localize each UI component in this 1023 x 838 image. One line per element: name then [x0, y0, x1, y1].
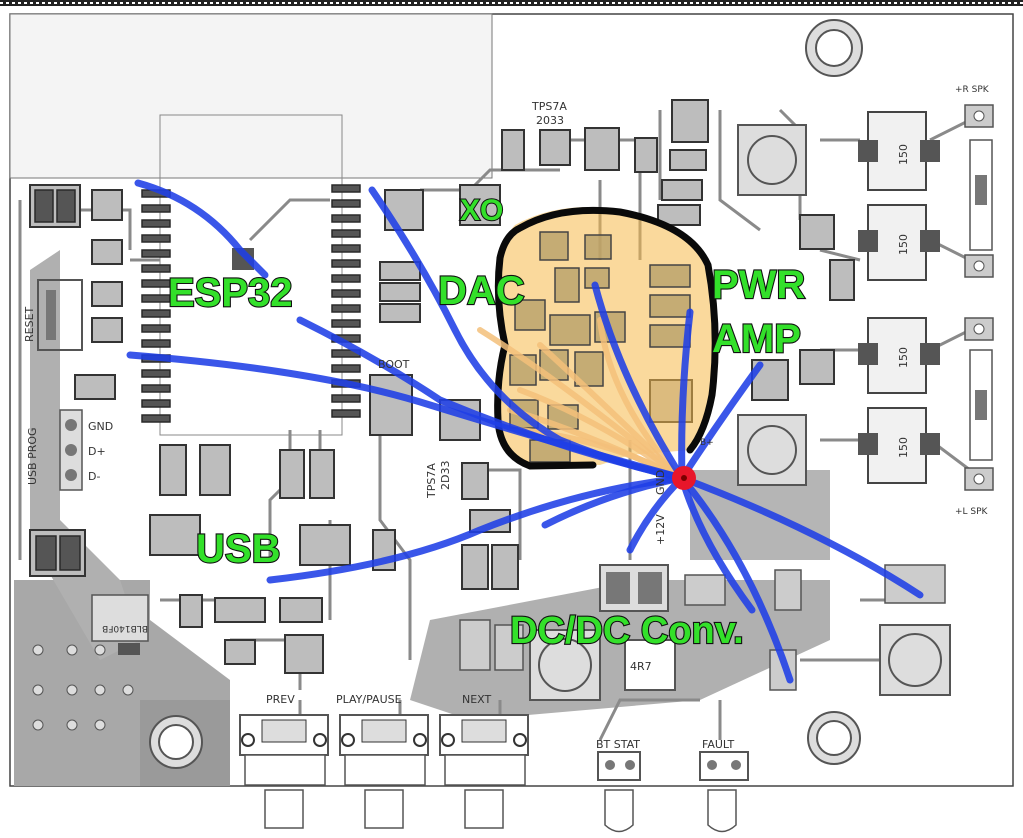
mounting-hole-bottom-left [149, 715, 203, 769]
switch-play-pause [339, 714, 429, 829]
speaker-terminal-right [964, 104, 994, 278]
prev-label: PREV [266, 693, 295, 706]
ferrite-r2-label: 150 [897, 234, 910, 255]
amp-label: AMP [712, 317, 801, 361]
bplus-label: B+ [700, 438, 714, 448]
dcdc-label: DC/DC Conv. [510, 610, 744, 652]
inductor-label: 4R7 [630, 660, 652, 673]
ferrite-l2: 150 [858, 407, 940, 484]
speaker-terminal-left [964, 317, 994, 491]
mounting-hole-bottom-right [807, 711, 861, 765]
top-regulator-components [501, 99, 709, 226]
fault-label: FAULT [702, 738, 735, 751]
esp32-label: ESP32 [168, 271, 293, 315]
dac-label: DAC [438, 269, 525, 313]
boot-label: BOOT [378, 358, 410, 371]
esp32-thermal-pad [232, 248, 254, 270]
mounting-hole-top-right [805, 19, 863, 77]
r-spk-label: +R SPK [955, 85, 990, 95]
vin-gnd-label: GND [654, 470, 667, 495]
l-spk-label: +L SPK [955, 507, 989, 517]
gnd-pin-label: GND [88, 420, 113, 433]
usb-prog-label: USB PROG [26, 427, 39, 485]
smd-components-left [29, 184, 519, 674]
bottom-left-diode [91, 594, 149, 655]
vin-12v-label: +12V [654, 514, 667, 545]
bt-stat-label: BT STAT [596, 738, 640, 751]
play-pause-label: PLAY/PAUSE [336, 693, 402, 706]
reg-top-label-2: 2033 [536, 114, 564, 127]
usb-prog-header [59, 409, 83, 491]
reset-label: RESET [23, 306, 36, 342]
reg-top-label-1: TPS7A [531, 100, 567, 113]
switch-prev [239, 714, 329, 829]
xo-label: XO [460, 194, 503, 227]
ferrite-l1-label: 150 [897, 347, 910, 368]
ferrite-l1: 150 [858, 317, 940, 394]
esp32-antenna-keepout [9, 13, 493, 179]
ferrite-r1-label: 150 [897, 144, 910, 165]
pwr-label: PWR [712, 263, 805, 307]
next-label: NEXT [462, 693, 492, 706]
reg-mid-label-1: TPS7A [425, 463, 438, 499]
ferrite-l2-label: 150 [897, 437, 910, 458]
reg-mid-label-2: 2D33 [439, 461, 452, 490]
dplus-pin-label: D+ [88, 445, 106, 458]
switch-next [439, 714, 529, 829]
dminus-pin-label: D- [88, 470, 100, 483]
led-fault [699, 751, 749, 833]
dcdc-components [459, 564, 951, 701]
ground-wires [126, 179, 924, 684]
ferrite-r1: 150 [858, 111, 940, 191]
dc-jack-pads [32, 644, 134, 731]
ground-junction-center [681, 475, 687, 481]
reset-button-footprint [37, 279, 83, 351]
led-bt-stat [597, 751, 641, 833]
diode-label: BLB140FB [102, 623, 148, 633]
usb-label: USB [196, 527, 280, 571]
ferrite-r2: 150 [858, 204, 940, 281]
